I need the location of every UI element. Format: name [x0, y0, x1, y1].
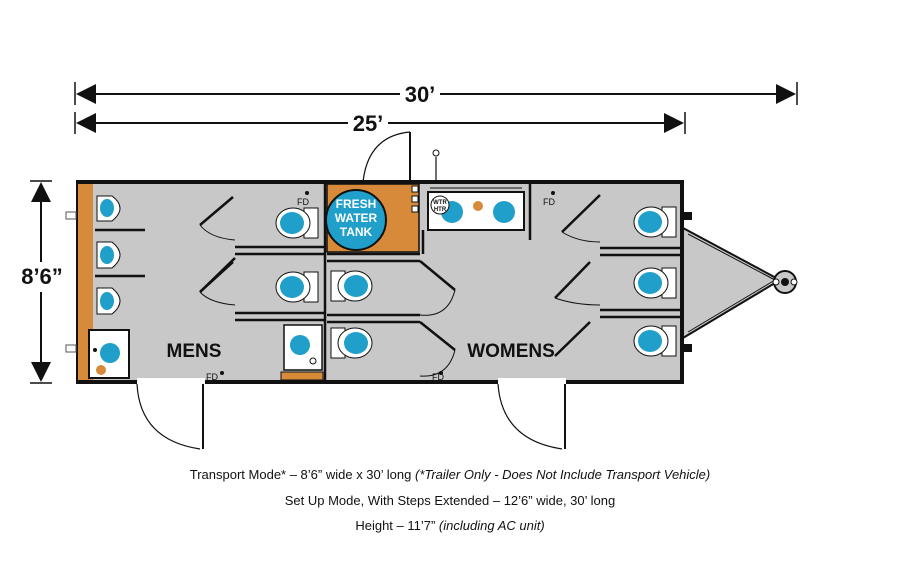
- caption-setup: Set Up Mode, With Steps Extended – 12’6”…: [0, 493, 900, 508]
- caption-height: Height – 11’7” (including AC unit): [0, 518, 900, 533]
- floor-drain-label-4: FD: [432, 372, 444, 382]
- fresh-water-tank-room: FRESH WATER TANK: [325, 183, 420, 253]
- floor-drain-label-1: FD: [297, 197, 309, 207]
- womens-stalls: [327, 182, 680, 377]
- dimension-body: 25’: [74, 111, 686, 136]
- water-heater-label-1: WTR: [433, 200, 447, 206]
- mens-toilet-2: [275, 271, 319, 303]
- mens-hand-sink: [280, 324, 324, 381]
- mens-sink: [88, 329, 130, 379]
- mens-toilet-1: [275, 207, 319, 239]
- mens-room-label: MENS: [167, 341, 222, 362]
- trailer-tongue: [682, 226, 798, 340]
- fresh-water-tank: [325, 189, 387, 251]
- floor-drain-label-3: FD: [206, 372, 218, 382]
- service-door: [362, 131, 411, 183]
- womens-room-label: WOMENS: [467, 341, 555, 362]
- water-heater-label-2: HTR: [434, 207, 447, 213]
- caption-transport: Transport Mode* – 8’6” wide x 30’ long (…: [0, 467, 900, 482]
- dimension-width: 8’6”: [18, 180, 66, 384]
- tank-label-line3: TANK: [340, 225, 373, 239]
- floor-drain-label-2: FD: [543, 197, 555, 207]
- womens-toilet-left-2: [330, 327, 373, 359]
- body-length-label: 25’: [353, 111, 384, 136]
- tank-label-line2: WATER: [335, 211, 378, 225]
- urinal-3: [96, 287, 121, 315]
- caption-transport-main: Transport Mode* – 8’6” wide x 30’ long: [189, 467, 415, 482]
- caption-height-main: Height – 11’7”: [355, 518, 439, 533]
- urinal-2: [96, 241, 121, 269]
- overall-length-label: 30’: [405, 82, 436, 107]
- caption-height-note: (including AC unit): [438, 518, 545, 533]
- womens-entry-door: [497, 378, 566, 450]
- womens-toilet-left-1: [330, 270, 373, 302]
- urinals: [95, 195, 145, 315]
- caption-transport-note: (*Trailer Only - Does Not Include Transp…: [414, 467, 711, 482]
- mens-stalls: [199, 182, 327, 380]
- mens-entry-door: [136, 378, 205, 450]
- caption-setup-text: Set Up Mode, With Steps Extended – 12’6”…: [284, 493, 616, 508]
- hose-bib: [432, 149, 440, 182]
- womens-toilet-right-2: [633, 267, 677, 299]
- womens-toilet-right-3: [633, 325, 677, 357]
- dimension-overall: 30’: [74, 82, 798, 107]
- tank-label-line1: FRESH: [336, 197, 377, 211]
- width-label: 8’6”: [21, 264, 63, 289]
- urinal-1: [96, 195, 121, 222]
- womens-sink-vanity: WTR HTR: [427, 187, 525, 231]
- womens-toilet-right-1: [633, 206, 677, 238]
